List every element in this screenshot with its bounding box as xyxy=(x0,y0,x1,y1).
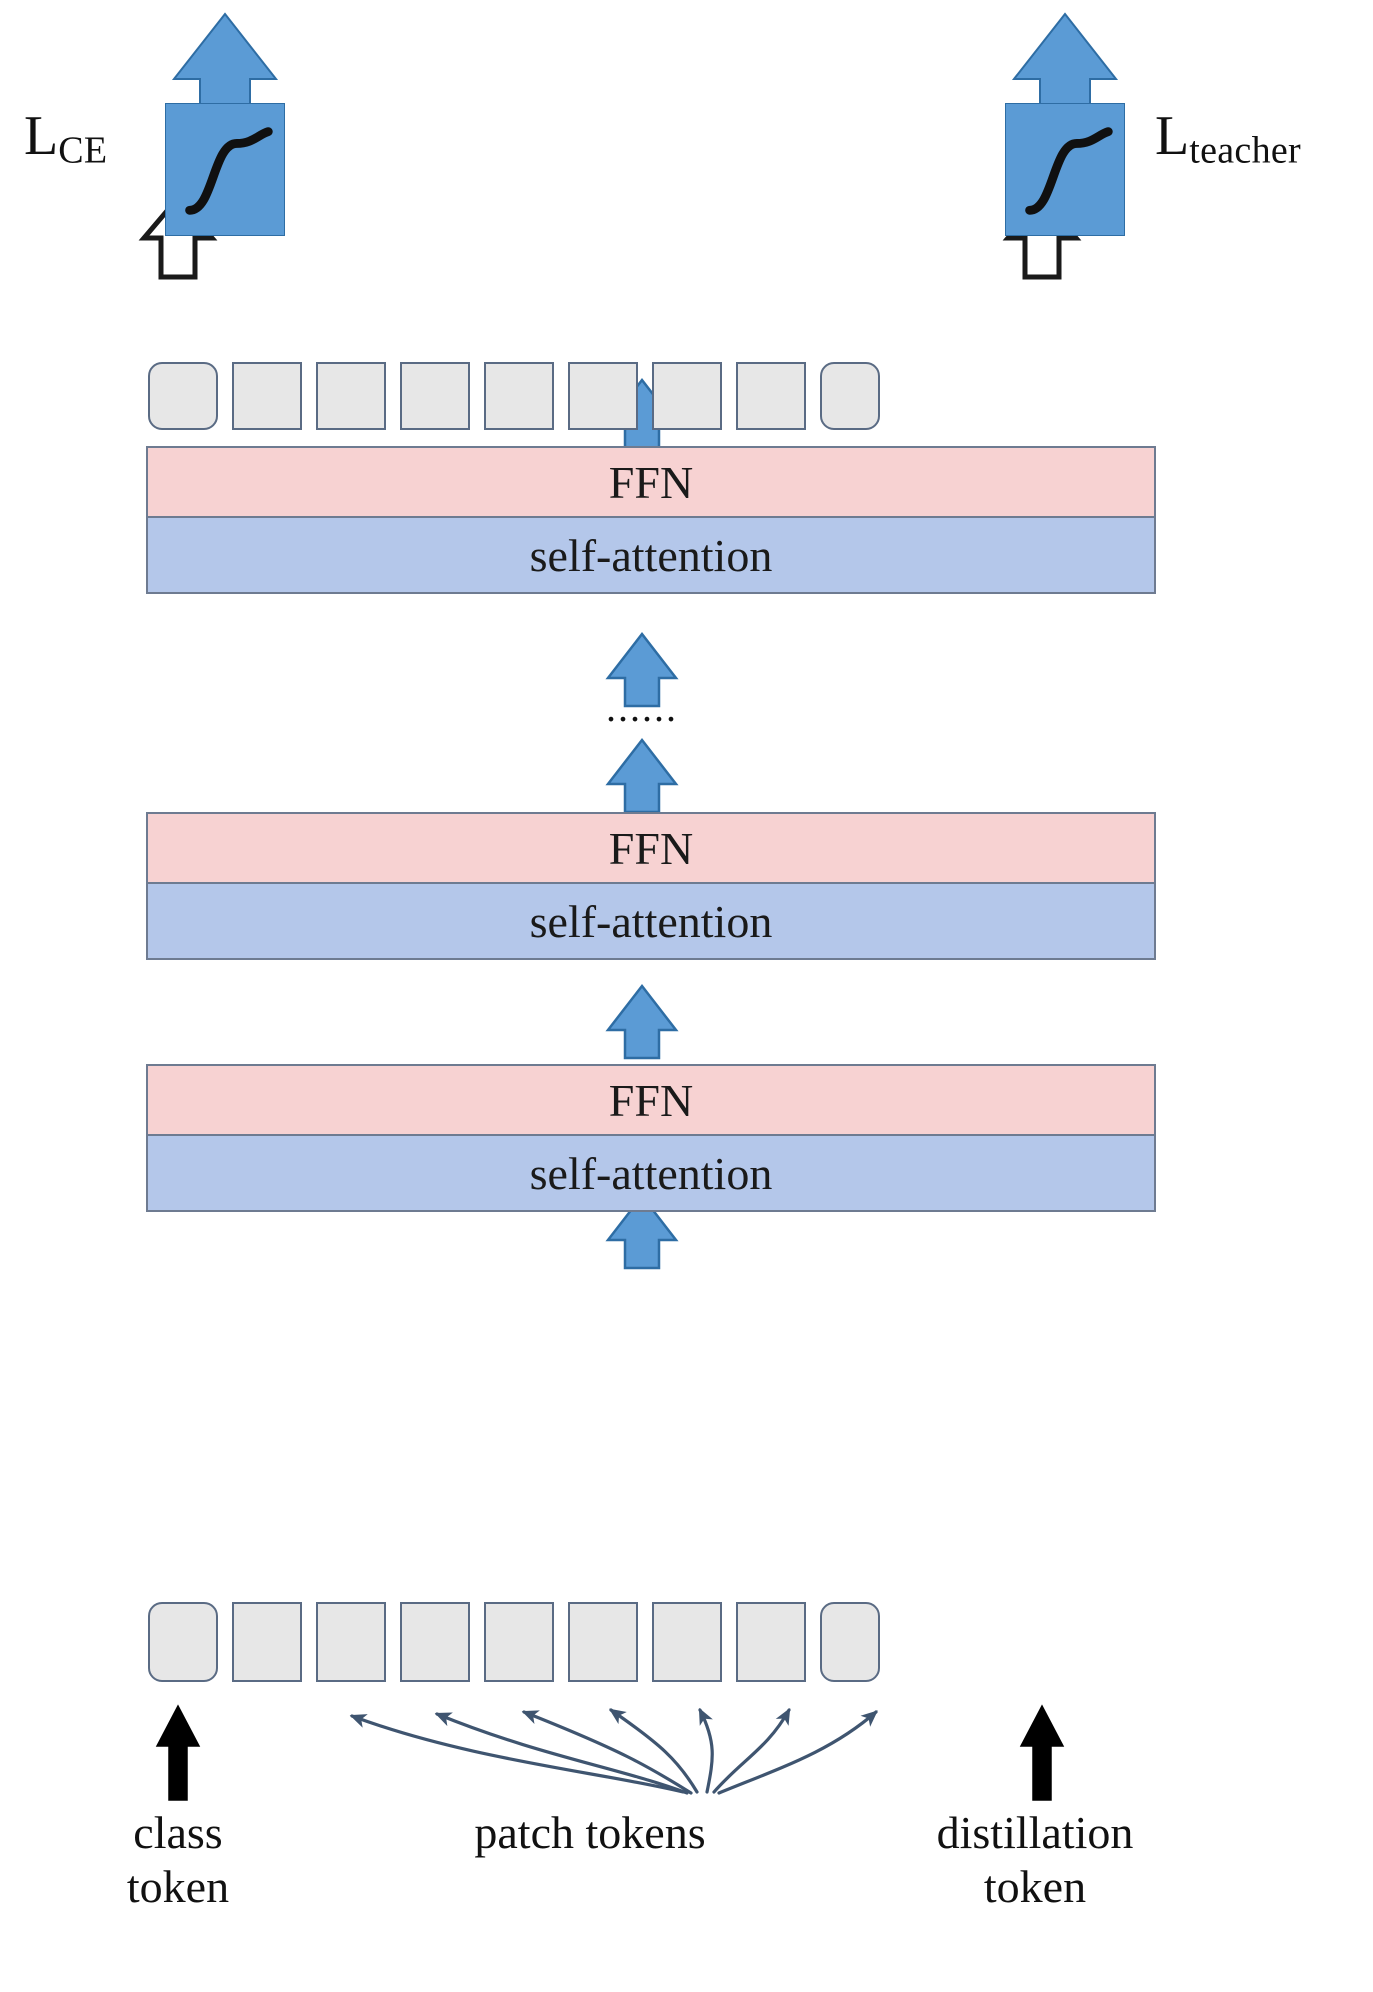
input-token-patch-1[interactable] xyxy=(232,1602,302,1682)
output-token-patch-4[interactable] xyxy=(484,362,554,430)
patch-tokens-caption: patch tokens xyxy=(474,1807,706,1858)
teacher-output-arrow xyxy=(1011,12,1119,106)
arrow-ellipsis-to-topblock xyxy=(605,631,679,708)
input-token-class[interactable] xyxy=(148,1602,218,1682)
distillation-softmax-head[interactable] xyxy=(1005,103,1125,236)
block-top-attention-label: self-attention xyxy=(529,529,773,581)
block-top-attention[interactable]: self-attention xyxy=(146,518,1156,594)
class-token-caption-arrow xyxy=(155,1704,201,1801)
input-token-patch-4[interactable] xyxy=(484,1602,554,1682)
output-token-class[interactable] xyxy=(148,362,218,430)
input-token-patch-7[interactable] xyxy=(736,1602,806,1682)
block-top-ffn-label: FFN xyxy=(608,456,694,508)
output-token-distillation[interactable] xyxy=(820,362,880,430)
arrow-middleblock-to-ellipsis xyxy=(605,737,679,814)
teacher-loss-label: Lteacher xyxy=(1155,108,1301,169)
ce-loss-base: L xyxy=(24,105,59,167)
block-middle-ffn-label: FFN xyxy=(608,822,694,874)
output-token-patch-7[interactable] xyxy=(736,362,806,430)
output-token-patch-1[interactable] xyxy=(232,362,302,430)
block-bottom-attention-label: self-attention xyxy=(529,1147,773,1199)
distillation-token-caption: distillation token xyxy=(936,1807,1134,1913)
arrow-bottomblock-to-middleblock xyxy=(605,983,679,1060)
input-token-patch-6[interactable] xyxy=(652,1602,722,1682)
class-token-caption: class token xyxy=(126,1807,230,1913)
output-token-patch-5[interactable] xyxy=(568,362,638,430)
output-token-patch-2[interactable] xyxy=(316,362,386,430)
input-token-patch-5[interactable] xyxy=(568,1602,638,1682)
block-middle-attention[interactable]: self-attention xyxy=(146,884,1156,960)
sigmoid-curve-icon xyxy=(185,127,273,215)
input-token-patch-3[interactable] xyxy=(400,1602,470,1682)
block-bottom-ffn-label: FFN xyxy=(608,1074,694,1126)
block-top-ffn[interactable]: FFN xyxy=(146,446,1156,518)
patch-token-fanout-curves xyxy=(349,1707,878,1795)
block-bottom-attention[interactable]: self-attention xyxy=(146,1136,1156,1212)
block-bottom-ffn[interactable]: FFN xyxy=(146,1064,1156,1136)
sigmoid-curve-icon xyxy=(1025,127,1113,215)
output-token-patch-6[interactable] xyxy=(652,362,722,430)
input-token-distillation[interactable] xyxy=(820,1602,880,1682)
block-middle-ffn[interactable]: FFN xyxy=(146,812,1156,884)
teacher-loss-subscript: teacher xyxy=(1189,129,1301,172)
distillation-token-to-softmax-arrow xyxy=(1002,194,1082,280)
ce-output-arrow xyxy=(171,12,279,106)
class-token-to-softmax-arrow xyxy=(138,194,218,280)
teacher-loss-base: L xyxy=(1155,105,1190,167)
class-softmax-head[interactable] xyxy=(165,103,285,236)
output-token-patch-3[interactable] xyxy=(400,362,470,430)
distillation-token-caption-arrow xyxy=(1019,1704,1065,1801)
arrow-inputtokens-to-bottomblock xyxy=(605,1193,679,1270)
blocks-ellipsis: ...... xyxy=(606,685,678,730)
ce-loss-label: LCE xyxy=(24,108,107,169)
input-token-patch-2[interactable] xyxy=(316,1602,386,1682)
ce-loss-subscript: CE xyxy=(58,129,108,172)
block-middle-attention-label: self-attention xyxy=(529,895,773,947)
